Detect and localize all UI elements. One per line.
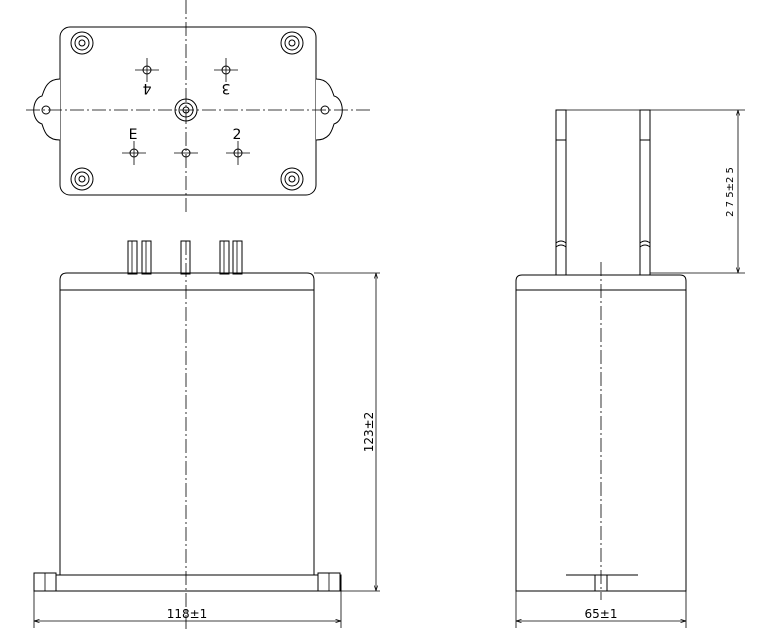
lead-length-dimension-label: 2 7 5±2 5 [725, 167, 736, 217]
corner-boss-top-right [280, 31, 304, 55]
center-boss [174, 98, 198, 122]
side-leads [555, 109, 651, 276]
terminal-e-marker [122, 141, 146, 165]
corner-boss-top-left [70, 31, 94, 55]
front-base [33, 574, 342, 592]
left-mounting-ear [33, 78, 61, 141]
front-view: 118±1 123±2 [33, 240, 380, 630]
corner-boss-bottom-right [280, 167, 304, 191]
width-dimension-label: 118±1 [167, 607, 208, 621]
front-terminals [127, 240, 243, 275]
terminal-label-e: E [129, 127, 138, 143]
side-view: 65±1 2 7 5±2 5 [515, 109, 745, 628]
corner-boss-bottom-left [70, 167, 94, 191]
terminal-3-marker [214, 58, 238, 82]
top-view: 4 3 E 2 [26, 0, 372, 215]
side-cap [515, 274, 687, 291]
terminal-label-4: 4 [142, 80, 151, 96]
terminal-label-2: 2 [233, 127, 242, 143]
terminal-label-3: 3 [222, 80, 231, 96]
height-dimension-label: 123±2 [362, 412, 376, 453]
terminal-center-marker [174, 148, 198, 158]
front-body [59, 289, 315, 576]
terminal-2-marker [226, 141, 250, 165]
top-view-plate [59, 26, 317, 196]
front-cap [59, 272, 315, 291]
depth-dimension-label: 65±1 [585, 607, 618, 621]
terminal-4-marker [135, 58, 159, 82]
